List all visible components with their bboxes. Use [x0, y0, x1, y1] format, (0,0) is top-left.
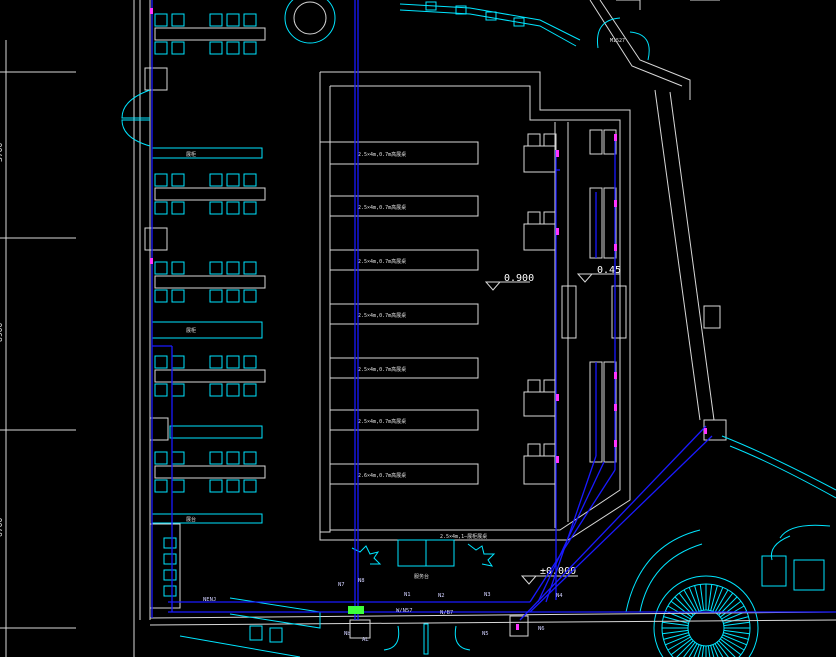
- circuit-n8: N8: [358, 578, 365, 584]
- table-label-bottom: 2.5×4m,1—展柜展桌: [440, 533, 487, 540]
- stair-tread: [663, 632, 689, 640]
- circuit-n5: N5: [482, 631, 489, 637]
- round-stair: [653, 575, 759, 657]
- stair-tread: [676, 640, 694, 657]
- circuit-wl7: W/N57: [396, 608, 413, 614]
- stair-tread: [707, 645, 711, 657]
- dimension-8900: 8900: [0, 323, 4, 342]
- circuit-nenj: NENJ: [203, 597, 216, 603]
- dimension-lines: 3700 8900 6700: [0, 40, 76, 657]
- circuit-n1: N1: [404, 592, 411, 598]
- stair-tread: [723, 632, 749, 640]
- stair-tread: [707, 584, 713, 611]
- stair-tread: [688, 643, 698, 657]
- bottom-front-area: 服务台: [149, 523, 836, 657]
- exhibition-tables: 2.5×4m,0.7m高展桌 2.5×4m,0.7m高展桌 2.5×4m,0.7…: [329, 141, 487, 540]
- circuit-n3: N3: [484, 592, 491, 598]
- door-tag-top: M1527: [610, 38, 625, 44]
- stair-tread: [723, 629, 750, 635]
- study-desks-left: [154, 13, 266, 493]
- circuit-n6: N6: [538, 626, 545, 632]
- stair-tread: [719, 600, 742, 618]
- chair-groups-right: [523, 129, 627, 485]
- stair-tread: [688, 587, 700, 612]
- left-door: [121, 89, 151, 147]
- stair-tread: [714, 643, 724, 657]
- stair-tread: [665, 610, 690, 622]
- distribution-panel: [348, 606, 364, 614]
- circuit-labels: NENJ N1 N2 N3 N4 N5 N6 N7 N8 Nb AL W/N57…: [203, 578, 563, 643]
- stair-tread: [662, 629, 689, 635]
- stair-tread: [663, 616, 689, 624]
- elevation-0-900: 0.900: [504, 273, 534, 284]
- elevation-markers: 0.900 0.45 ±0.000: [484, 265, 621, 585]
- stair-tread: [710, 645, 715, 657]
- stair-tread: [723, 616, 749, 624]
- central-hall: [319, 71, 631, 541]
- stair-tread: [665, 634, 690, 646]
- counter-label-1: 展柜: [186, 151, 196, 158]
- table-label-3: 2.5×4m,0.7m高展桌: [358, 258, 406, 265]
- stair-tread: [722, 634, 747, 646]
- service-desk-label: 服务台: [414, 573, 429, 580]
- table-label-4: 2.5×4m,0.7m高展桌: [358, 312, 406, 319]
- table-label-5: 2.5×4m,0.7m高展桌: [358, 366, 406, 373]
- top-round-column: [284, 0, 336, 44]
- stair-tread: [701, 645, 705, 657]
- stair-tread: [683, 589, 698, 613]
- counter-label-2: 展柜: [186, 327, 196, 334]
- dimension-6700: 6700: [0, 518, 4, 537]
- stair-tread: [716, 641, 729, 657]
- circuit-al: AL: [362, 637, 369, 643]
- table-label-2: 2.5×4m,0.7m高展桌: [358, 204, 406, 211]
- stair-tread: [714, 589, 729, 613]
- curved-display-right: [625, 435, 836, 613]
- stair-tread: [699, 584, 705, 611]
- outlet-markers: [150, 8, 707, 630]
- stair-tread: [718, 640, 736, 657]
- stair-tread: [662, 621, 689, 627]
- stair-tread: [719, 638, 742, 656]
- stair-tread: [697, 645, 702, 657]
- stair-tread: [667, 636, 691, 651]
- left-wall: [133, 0, 169, 657]
- stair-tread: [710, 585, 718, 611]
- right-walls: [589, 0, 727, 441]
- stair-tread: [678, 592, 696, 615]
- stair-tread: [670, 638, 693, 656]
- stair-tread: [721, 636, 745, 651]
- circuit-n4: N4: [556, 593, 563, 599]
- stair-tread: [723, 621, 750, 627]
- circuit-n7: N7: [338, 582, 345, 588]
- circuit-nb: Nb: [344, 631, 351, 637]
- stair-tread: [670, 600, 693, 618]
- stair-tread: [694, 585, 702, 611]
- elevation-pm-0-000: ±0.000: [540, 566, 576, 577]
- table-label-7: 2.6×4m,0.7m高展桌: [358, 472, 406, 479]
- display-counters-left: 展柜 展柜 展台: [151, 147, 263, 524]
- elevation-0-45: 0.45: [597, 265, 621, 276]
- counter-label-3: 展台: [186, 516, 196, 523]
- stair-tread: [683, 641, 696, 657]
- dimension-3700: 3700: [0, 143, 4, 162]
- electrical-wiring: [151, 0, 836, 621]
- top-cyan-counter: [399, 1, 581, 47]
- circuit-n2: N2: [438, 593, 445, 599]
- table-label-6: 2.5×4m,0.7m高展桌: [358, 418, 406, 425]
- circuit-nt7: N/B7: [440, 610, 453, 616]
- top-right-door: M1527: [596, 17, 650, 61]
- stair-tread: [716, 592, 734, 615]
- stair-tread: [712, 587, 724, 612]
- table-label-1: 2.5×4m,0.7m高展桌: [358, 151, 406, 158]
